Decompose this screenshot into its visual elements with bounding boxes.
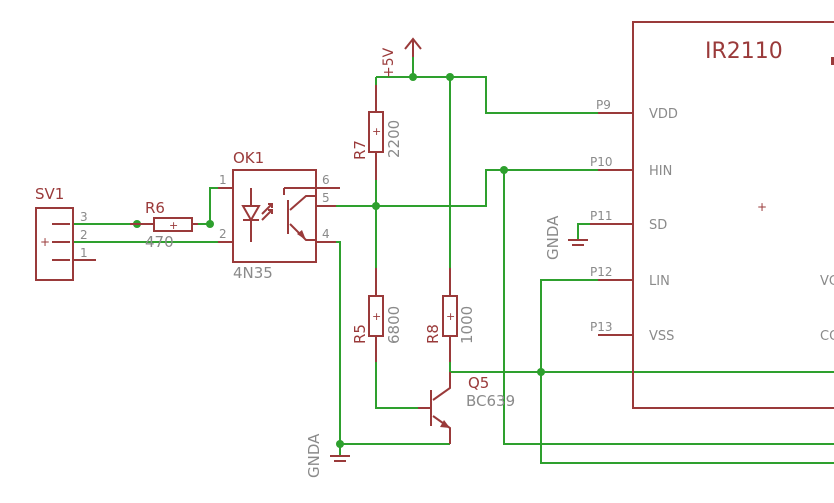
r6-body <box>153 217 193 232</box>
resistor-r7[interactable]: + R7 2200 <box>351 85 403 180</box>
origin-plus-icon: + <box>372 125 381 138</box>
ok1-pin-2-label: 2 <box>219 227 227 241</box>
ic-partial-mark <box>831 57 834 65</box>
connector-body <box>35 207 74 281</box>
r7-value: 2200 <box>385 120 403 158</box>
ic-pin-name: VSS <box>649 329 674 344</box>
ic-pin-name-partial: CO <box>820 329 834 344</box>
ic-pin-name-partial: VC <box>820 274 834 289</box>
ok1-pin-4-label: 4 <box>322 227 330 241</box>
ok1-pin-5-label: 5 <box>322 191 330 205</box>
ic-pin-num: P11 <box>590 209 613 223</box>
junction-dot <box>372 202 380 210</box>
ic-pin-name: VDD <box>649 107 678 122</box>
sv1-pin-3-label: 3 <box>80 210 88 224</box>
q5-name: Q5 <box>468 374 489 392</box>
junction-dot <box>409 73 417 81</box>
ok1-value: 4N35 <box>233 264 273 282</box>
origin-plus-icon: + <box>372 310 381 323</box>
ok1-name: OK1 <box>233 149 264 167</box>
origin-plus-icon: + <box>757 200 767 214</box>
ok1-pin-1-label: 1 <box>219 173 227 187</box>
q5-collector <box>432 372 451 401</box>
ic-ir2110[interactable]: IR2110 + P9 P10 P11 P12 P13 VDD HIN SD L… <box>590 21 834 409</box>
origin-plus-icon: + <box>40 235 50 249</box>
junction-dot <box>336 440 344 448</box>
connector-sv1[interactable]: SV1 + 3 2 1 <box>35 185 96 281</box>
transistor-q5[interactable]: Q5 BC639 <box>418 372 515 444</box>
supply-5v[interactable]: +5V <box>381 37 422 78</box>
ic-pin-name: HIN <box>649 164 672 179</box>
r7-body <box>368 111 384 153</box>
q5-value: BC639 <box>466 392 515 410</box>
led-icon <box>241 188 273 242</box>
r8-value: 1000 <box>458 306 476 344</box>
ok1-pin-6-label: 6 <box>322 173 330 187</box>
ic-body <box>632 21 834 409</box>
q5-emitter <box>432 415 451 444</box>
ic-pin-num: P10 <box>590 155 613 169</box>
sv1-pin-1-label: 1 <box>80 246 88 260</box>
sv1-pin-2-label: 2 <box>80 228 88 242</box>
r7-name: R7 <box>351 140 369 160</box>
optocoupler-ok1[interactable]: OK1 4N35 1 2 6 5 4 <box>218 149 340 282</box>
r6-value: 470 <box>145 233 174 251</box>
supply-arrow-icon <box>404 37 422 50</box>
r5-body <box>368 295 384 337</box>
q5-emitter-arrow-icon <box>440 420 450 428</box>
r8-name: R8 <box>424 324 442 344</box>
ground-label-sd: GNDA <box>544 215 562 260</box>
r8-body <box>442 295 458 337</box>
junctions <box>133 73 545 448</box>
resistor-r6[interactable]: + R6 470 <box>130 199 198 251</box>
ic-pin-num: P12 <box>590 265 613 279</box>
ic-pin-num: P9 <box>596 98 611 112</box>
junction-dot <box>446 73 454 81</box>
phototransistor-icon <box>283 187 317 241</box>
junction-dot <box>537 368 545 376</box>
ic-pin-name: SD <box>649 218 667 233</box>
r6-name: R6 <box>145 199 165 217</box>
supply-label: +5V <box>381 47 397 78</box>
ground-gnda-left[interactable]: GNDA <box>305 433 350 478</box>
ground-gnda-sd[interactable]: GNDA <box>544 215 588 260</box>
resistor-r5[interactable]: + R5 6800 <box>351 268 403 362</box>
ok1-body <box>232 169 317 263</box>
ic-name: IR2110 <box>705 39 783 64</box>
ground-label-left: GNDA <box>305 433 323 478</box>
sv1-name: SV1 <box>35 185 64 203</box>
r5-name: R5 <box>351 324 369 344</box>
origin-plus-icon: + <box>446 310 455 323</box>
wires <box>74 55 834 464</box>
ic-pin-num: P13 <box>590 320 613 334</box>
ic-pin-name: LIN <box>649 274 670 289</box>
r5-value: 6800 <box>385 306 403 344</box>
junction-dot <box>206 220 214 228</box>
junction-dot <box>500 166 508 174</box>
resistor-r8[interactable]: + R8 1000 <box>424 268 476 362</box>
origin-plus-icon: + <box>169 219 178 232</box>
